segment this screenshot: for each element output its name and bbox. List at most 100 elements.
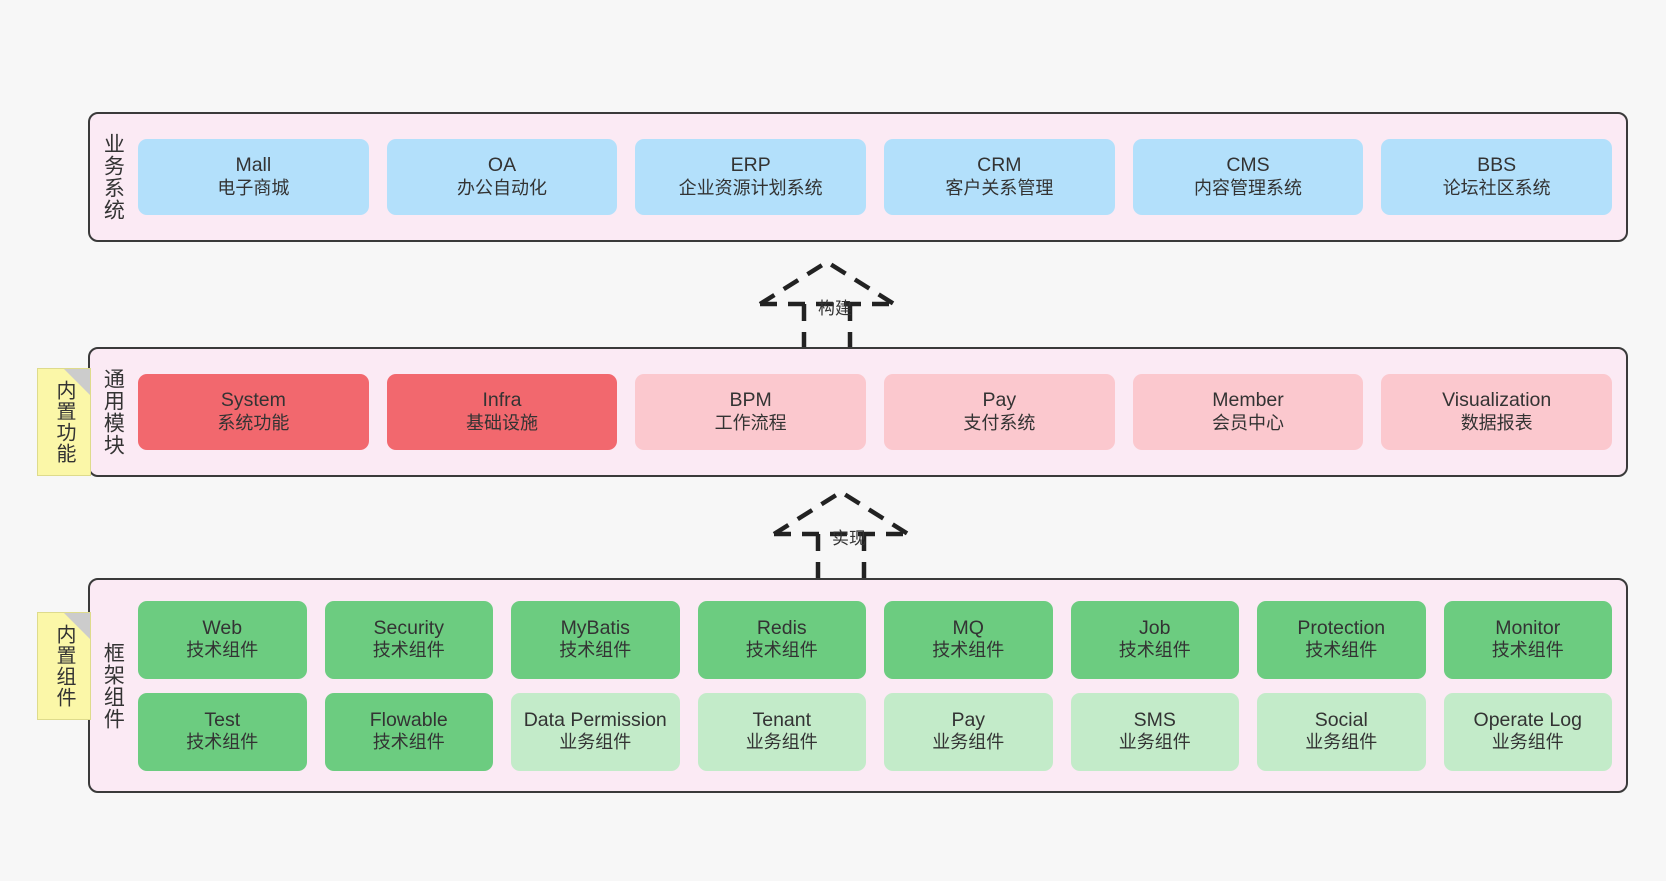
component-mybatis-name: MyBatis: [560, 616, 630, 639]
module-visualization-desc: 数据报表: [1460, 412, 1533, 433]
module-crm[interactable]: CRM 客户关系管理: [884, 139, 1115, 215]
module-pay[interactable]: Pay 支付系统: [884, 374, 1115, 450]
component-protection-name: Protection: [1297, 616, 1386, 639]
component-social[interactable]: Social 业务组件: [1257, 692, 1426, 771]
sticky-note-builtin-functions-label: 内置功能: [53, 380, 75, 464]
component-mybatis-desc: 技术组件: [559, 640, 632, 661]
module-pay-name: Pay: [982, 389, 1017, 412]
module-infra-name: Infra: [482, 389, 522, 412]
module-member-name: Member: [1212, 389, 1284, 412]
component-monitor[interactable]: Monitor 技术组件: [1443, 600, 1612, 679]
module-cms-desc: 内容管理系统: [1194, 177, 1303, 198]
component-security[interactable]: Security 技术组件: [324, 600, 493, 679]
component-web-desc: 技术组件: [186, 640, 259, 661]
component-operate-log-name: Operate Log: [1473, 708, 1582, 731]
module-system-desc: 系统功能: [217, 412, 290, 433]
module-erp[interactable]: ERP 企业资源计划系统: [635, 139, 867, 215]
layer-framework-tech-row: Web 技术组件 Security 技术组件 MyBatis 技术组件 Redi…: [138, 600, 1612, 679]
component-redis-desc: 技术组件: [745, 640, 818, 661]
layer-common-modules-row: System 系统功能 Infra 基础设施 BPM 工作流程 Pay 支付系统…: [138, 374, 1613, 450]
component-mq-name: MQ: [952, 616, 984, 639]
component-tenant[interactable]: Tenant 业务组件: [697, 692, 866, 771]
module-visualization[interactable]: Visualization 数据报表: [1381, 374, 1613, 450]
component-social-desc: 业务组件: [1305, 732, 1378, 753]
component-security-desc: 技术组件: [372, 640, 445, 661]
component-monitor-name: Monitor: [1495, 616, 1561, 639]
component-test-desc: 技术组件: [186, 732, 259, 753]
connector-build: 构建: [756, 258, 906, 348]
module-oa[interactable]: OA 办公自动化: [386, 139, 618, 215]
component-job-desc: 技术组件: [1118, 640, 1191, 661]
connector-implement-stem: [815, 534, 867, 578]
module-bbs-desc: 论坛社区系统: [1442, 177, 1551, 198]
module-mall[interactable]: Mall 电子商城: [138, 139, 369, 215]
layer-framework-components: 框架组件 Web 技术组件 Security 技术组件 MyBatis 技术组件…: [88, 578, 1628, 793]
component-redis-name: Redis: [756, 616, 807, 639]
module-system[interactable]: System 系统功能: [138, 374, 369, 450]
component-redis[interactable]: Redis 技术组件: [697, 600, 866, 679]
layer-common-modules: 通用模块 System 系统功能 Infra 基础设施 BPM 工作流程 Pay…: [88, 347, 1628, 477]
module-cms[interactable]: CMS 内容管理系统: [1132, 139, 1364, 215]
module-bbs[interactable]: BBS 论坛社区系统: [1381, 139, 1613, 215]
module-bpm[interactable]: BPM 工作流程: [635, 374, 867, 450]
layer-framework-components-body: Web 技术组件 Security 技术组件 MyBatis 技术组件 Redi…: [134, 580, 1626, 791]
module-erp-name: ERP: [730, 154, 771, 177]
connector-implement: 实现: [770, 488, 920, 578]
component-tenant-desc: 业务组件: [745, 732, 818, 753]
component-test[interactable]: Test 技术组件: [138, 692, 307, 771]
component-data-permission-desc: 业务组件: [559, 732, 632, 753]
module-visualization-name: Visualization: [1442, 389, 1552, 412]
layer-business-systems-body: Mall 电子商城 OA 办公自动化 ERP 企业资源计划系统 CRM 客户关系…: [134, 114, 1626, 240]
page-fold-icon: [64, 613, 90, 639]
component-job-name: Job: [1139, 616, 1171, 639]
component-sms[interactable]: SMS 业务组件: [1070, 692, 1239, 771]
component-data-permission-name: Data Permission: [523, 708, 667, 731]
module-member-desc: 会员中心: [1212, 412, 1285, 433]
component-mq-desc: 技术组件: [932, 640, 1005, 661]
module-member[interactable]: Member 会员中心: [1132, 374, 1364, 450]
component-flowable-desc: 技术组件: [372, 732, 445, 753]
module-pay-desc: 支付系统: [963, 412, 1036, 433]
module-infra-desc: 基础设施: [466, 412, 538, 433]
component-operate-log[interactable]: Operate Log 业务组件: [1443, 692, 1612, 771]
component-data-permission[interactable]: Data Permission 业务组件: [511, 692, 680, 771]
sticky-note-builtin-components-label: 内置组件: [53, 624, 75, 708]
component-mybatis[interactable]: MyBatis 技术组件: [511, 600, 680, 679]
component-mq[interactable]: MQ 技术组件: [884, 600, 1053, 679]
component-test-name: Test: [204, 708, 241, 731]
component-sms-name: SMS: [1133, 708, 1176, 731]
component-monitor-desc: 技术组件: [1491, 640, 1564, 661]
component-job[interactable]: Job 技术组件: [1070, 600, 1239, 679]
layer-business-systems-row: Mall 电子商城 OA 办公自动化 ERP 企业资源计划系统 CRM 客户关系…: [138, 139, 1613, 215]
component-tenant-name: Tenant: [752, 708, 812, 731]
module-bpm-desc: 工作流程: [714, 412, 787, 433]
component-pay-name: Pay: [951, 708, 986, 731]
module-system-name: System: [220, 389, 286, 412]
component-flowable[interactable]: Flowable 技术组件: [324, 692, 493, 771]
module-oa-desc: 办公自动化: [457, 177, 547, 198]
component-pay[interactable]: Pay 业务组件: [884, 692, 1053, 771]
sticky-note-builtin-functions: 内置功能: [37, 368, 91, 476]
module-bpm-name: BPM: [729, 389, 772, 412]
module-crm-desc: 客户关系管理: [945, 177, 1054, 198]
module-mall-desc: 电子商城: [217, 177, 290, 198]
layer-common-modules-body: System 系统功能 Infra 基础设施 BPM 工作流程 Pay 支付系统…: [134, 349, 1626, 475]
component-flowable-name: Flowable: [369, 708, 448, 731]
module-crm-name: CRM: [977, 154, 1022, 177]
module-oa-name: OA: [487, 154, 517, 177]
layer-common-modules-title: 通用模块: [101, 368, 125, 456]
module-mall-name: Mall: [235, 154, 272, 177]
component-web[interactable]: Web 技术组件: [138, 600, 307, 679]
component-pay-desc: 业务组件: [932, 732, 1005, 753]
sticky-note-builtin-components: 内置组件: [37, 612, 91, 720]
component-security-name: Security: [373, 616, 444, 639]
module-bbs-name: BBS: [1477, 154, 1517, 177]
module-infra[interactable]: Infra 基础设施: [386, 374, 618, 450]
module-erp-desc: 企业资源计划系统: [678, 177, 823, 198]
component-protection[interactable]: Protection 技术组件: [1257, 600, 1426, 679]
connector-build-label: 构建: [818, 299, 852, 318]
component-operate-log-desc: 业务组件: [1491, 732, 1564, 753]
connector-implement-label: 实现: [832, 529, 866, 548]
module-cms-name: CMS: [1226, 154, 1270, 177]
